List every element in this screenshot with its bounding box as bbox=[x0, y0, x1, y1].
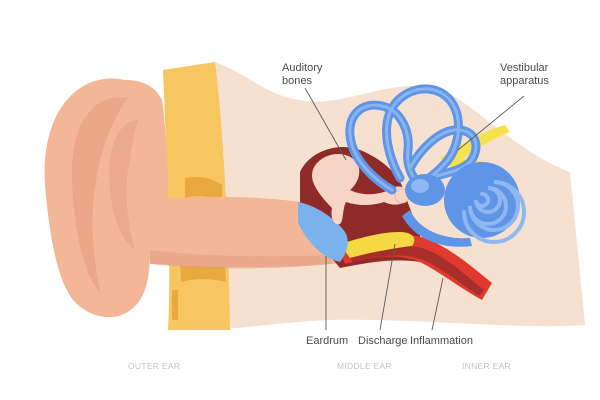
cochlea-duct bbox=[402, 210, 472, 247]
eustachian-tube-inner bbox=[350, 245, 484, 296]
section-middle-ear: MIDDLE EAR bbox=[337, 361, 392, 371]
section-outer-ear: OUTER EAR bbox=[128, 361, 180, 371]
inflammation-leader bbox=[431, 277, 444, 331]
discharge-label: Discharge bbox=[358, 335, 408, 347]
auricle bbox=[44, 78, 170, 318]
discharge-fluid bbox=[340, 232, 415, 258]
vestibular-apparatus-label: Vestibular apparatus bbox=[500, 62, 551, 87]
section-inner-ear: INNER EAR bbox=[462, 361, 511, 371]
temporal-bone-shade bbox=[185, 176, 222, 200]
inflammation-label: Inflammation bbox=[410, 335, 473, 347]
auditory-bones-label: Auditory bones bbox=[282, 62, 325, 87]
discharge-leader bbox=[379, 243, 396, 331]
temporal-bone-shade-bottom bbox=[172, 290, 178, 320]
auditory-ossicles bbox=[312, 154, 409, 225]
auricle-inner-fold bbox=[109, 120, 138, 250]
leader-lines bbox=[304, 87, 525, 331]
auditory-bones-leader bbox=[304, 87, 347, 161]
vestibule-highlight bbox=[411, 179, 429, 193]
vestibular-leader bbox=[457, 95, 525, 151]
auricle-fold bbox=[71, 97, 128, 293]
ear-canal-shadow bbox=[150, 250, 332, 269]
eardrum bbox=[298, 202, 348, 262]
eardrum-label: Eardrum bbox=[306, 335, 348, 347]
